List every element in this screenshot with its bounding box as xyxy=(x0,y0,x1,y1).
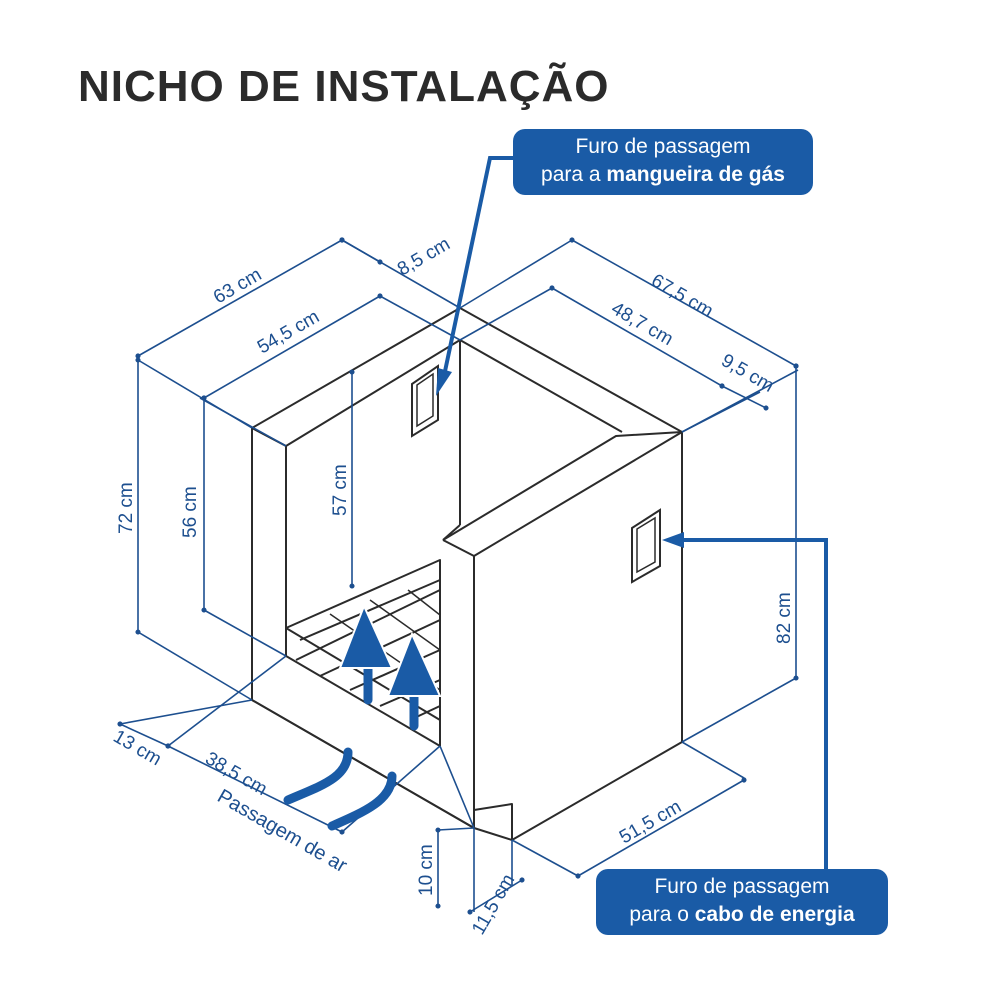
dim-51-5: 51,5 cm xyxy=(616,796,685,848)
airflow-curve-1 xyxy=(283,747,353,805)
dim-72: 72 cm xyxy=(116,482,137,534)
page-title: NICHO DE INSTALAÇÃO xyxy=(78,62,610,111)
cabinet-outline xyxy=(251,307,683,841)
airflow-up-arrow-2-head xyxy=(386,631,442,697)
power-callout-pointer xyxy=(672,538,828,869)
power-cable-hole-inner xyxy=(636,516,656,574)
dim-57: 57 cm xyxy=(330,464,351,516)
gas-hose-hole-callout: Furo de passagem para a mangueira de gás xyxy=(513,129,813,195)
airflow-curve-2 xyxy=(327,771,397,831)
power-callout-line1: Furo de passagem xyxy=(654,875,830,898)
dim-63: 63 cm xyxy=(210,264,265,308)
gas-callout-pointer xyxy=(442,156,513,377)
dim-8-5: 8,5 cm xyxy=(394,234,454,281)
dim-48-7: 48,7 cm xyxy=(608,298,677,350)
dim-67-5: 67,5 cm xyxy=(648,270,717,322)
dim-11-5: 11,5 cm xyxy=(468,871,519,939)
power-pointer-head xyxy=(662,532,684,548)
gas-hose-hole-inner xyxy=(416,372,434,428)
power-callout-line2: para o cabo de energia xyxy=(629,903,855,926)
airflow-label: Passagem de ar xyxy=(214,785,351,877)
dim-54-5: 54,5 cm xyxy=(254,306,323,358)
power-cable-hole-callout: Furo de passagem para o cabo de energia xyxy=(596,869,888,935)
airflow-up-arrow-1-head xyxy=(338,603,394,669)
dim-56: 56 cm xyxy=(180,486,201,538)
dim-13: 13 cm xyxy=(110,726,165,770)
dim-9-5: 9,5 cm xyxy=(718,350,778,397)
airflow-arrowheads xyxy=(338,603,442,697)
dim-82: 82 cm xyxy=(774,592,795,644)
gas-callout-line2: para a mangueira de gás xyxy=(541,163,785,186)
callout-pointers xyxy=(442,156,828,869)
dim-10: 10 cm xyxy=(416,844,437,896)
callout-pointer-heads xyxy=(436,368,684,548)
dimension-lines xyxy=(117,237,799,915)
gas-pointer-head xyxy=(436,368,452,396)
gas-callout-line1: Furo de passagem xyxy=(575,135,751,158)
